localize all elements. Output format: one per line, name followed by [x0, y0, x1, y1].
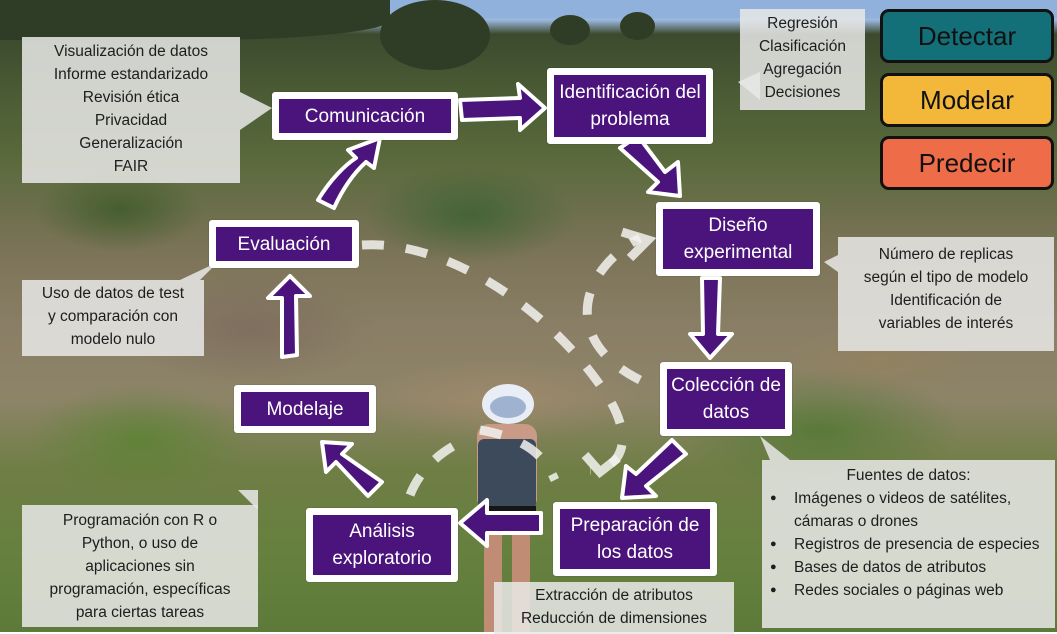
node-modelaje: Modelaje: [234, 385, 376, 433]
alien-icon: ●: [770, 538, 777, 550]
dashed-loop-arrow: [361, 240, 627, 475]
alien-icon: ●: [770, 561, 777, 573]
node-comunicacion: Comunicación: [272, 92, 458, 140]
node-label: Diseño experimental: [683, 215, 793, 263]
list-item-text: Imágenes o videos de satélites, cámaras …: [794, 490, 1012, 530]
arrow-analisis-to-modelaje: [320, 440, 384, 498]
node-diseno: Diseño experimental: [656, 202, 820, 276]
legend-label: Predecir: [918, 147, 1016, 178]
arrow-modelaje-to-evaluacion: [266, 274, 312, 359]
list-item-text: Redes sociales o páginas web: [794, 582, 1004, 599]
node-label: Comunicación: [304, 105, 426, 127]
note-line: Clasificación: [758, 38, 846, 55]
list-item: ● Imágenes o videos de satélites, cámaras…: [762, 487, 1055, 533]
data-sources-list: ● Imágenes o videos de satélites, cámaras…: [762, 487, 1055, 602]
note-line: Uso de datos de test: [41, 285, 185, 302]
note-line: Reducción de dimensiones: [520, 610, 708, 627]
arrow-comunicacion-to-identificacion: [458, 82, 547, 132]
arrow-diseno-to-coleccion: [688, 276, 734, 360]
note-line: Número de replicas: [878, 246, 1014, 263]
node-label: Modelaje: [266, 398, 344, 420]
note-tail-evaluacion: [180, 262, 218, 280]
list-item: ● Redes sociales o páginas web: [762, 579, 1055, 602]
node-coleccion: Colección de datos: [660, 362, 792, 436]
node-evaluacion: Evaluación: [209, 220, 359, 268]
note-line: según el tipo de modelo: [863, 269, 1029, 286]
note-line: Agregación: [763, 61, 842, 78]
node-label: Identificación del problema: [559, 82, 701, 130]
note-evaluacion: Uso de datos de test y comparación con m…: [22, 280, 204, 356]
note-line: Decisiones: [764, 84, 841, 101]
list-item: ● Bases de datos de atributos: [762, 556, 1055, 579]
node-preparacion: Preparación de los datos: [553, 502, 717, 576]
note-comunicacion: Visualización de datos Informe estandari…: [22, 37, 240, 183]
arrow-coleccion-to-preparacion: [620, 438, 688, 500]
node-label: Análisis exploratorio: [332, 521, 432, 569]
legend-modelar: Modelar: [880, 73, 1054, 127]
legend-label: Detectar: [917, 20, 1017, 51]
note-modelaje: Programación con R o Python, o uso de ap…: [22, 505, 258, 627]
list-item: ● Registros de presencia de especies: [762, 533, 1055, 556]
note-tail-coleccion: [760, 436, 790, 460]
note-identificacion: Regresión Clasificación Agregación Decis…: [740, 9, 865, 110]
note-line: Identificación de: [889, 292, 1003, 309]
note-line: Extracción de atributos: [535, 587, 693, 604]
arrow-identificacion-to-diseno: [618, 134, 682, 198]
note-tail-diseno: [824, 255, 838, 272]
list-item-text: Bases de datos de atributos: [794, 559, 987, 576]
note-title: Fuentes de datos:: [846, 467, 971, 484]
note-line: Generalización: [79, 135, 183, 152]
note-line: variables de interés: [878, 315, 1014, 332]
legend-predecir: Predecir: [880, 136, 1054, 190]
note-line: Privacidad: [94, 112, 168, 129]
tree: [550, 15, 590, 45]
dashed-loop-arrow: [582, 234, 643, 385]
dashed-loop-arrow: [479, 425, 560, 483]
tree: [620, 12, 655, 40]
note-line: aplicaciones sin: [85, 558, 195, 575]
hillside: [0, 0, 390, 40]
list-item-text: Registros de presencia de especies: [794, 536, 1040, 553]
alien-icon: ●: [770, 584, 777, 596]
node-label: Colección de datos: [671, 375, 781, 423]
node-analisis: Análisis exploratorio: [306, 508, 458, 582]
arrow-evaluacion-to-comunicacion: [316, 136, 382, 210]
note-line: Revisión ética: [82, 89, 180, 106]
note-line: FAIR: [113, 158, 149, 175]
note-preparacion: Extracción de atributos Reducción de dim…: [494, 582, 734, 634]
dashed-arrowhead: [581, 452, 621, 479]
node-label: Preparación de los datos: [570, 515, 700, 563]
note-line: Programación con R o: [62, 512, 218, 529]
dashed-loop-arrow: [405, 433, 472, 497]
note-line: Python, o uso de: [81, 535, 199, 552]
note-line: y comparación con: [47, 308, 179, 325]
note-line: programación, específicas: [49, 581, 231, 598]
arrow-preparacion-to-analisis: [458, 498, 543, 548]
legend-detectar: Detectar: [880, 9, 1054, 63]
node-label: Evaluación: [237, 233, 331, 255]
tree: [380, 0, 490, 70]
node-identificacion: Identificación del problema: [547, 68, 713, 144]
note-coleccion: Fuentes de datos: ● Imágenes o videos de …: [762, 460, 1055, 628]
note-line: Informe estandarizado: [53, 66, 209, 83]
note-line: para ciertas tareas: [75, 604, 205, 621]
note-line: modelo nulo: [70, 331, 156, 348]
dashed-arrowhead: [620, 227, 657, 262]
note-diseno: Número de replicas según el tipo de mode…: [838, 237, 1054, 351]
alien-icon: ●: [770, 492, 777, 504]
note-line: Regresión: [767, 15, 838, 32]
note-tail-comunicacion: [240, 92, 272, 130]
note-line: Visualización de datos: [54, 43, 208, 60]
legend-label: Modelar: [920, 84, 1014, 115]
